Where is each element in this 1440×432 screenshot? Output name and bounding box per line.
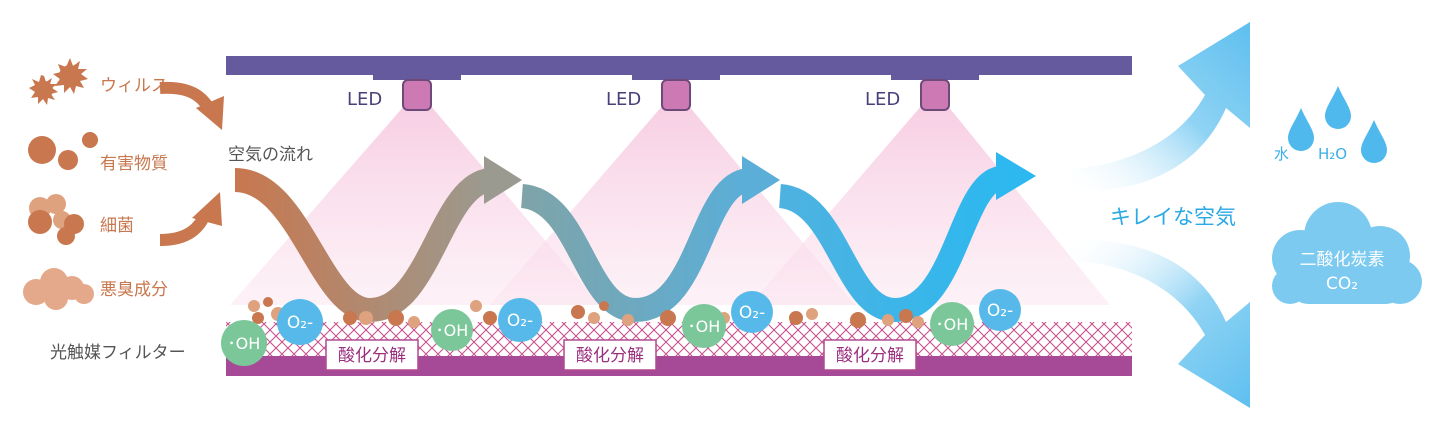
odor-icon (23, 268, 94, 310)
water-label: 水 (1274, 145, 1289, 163)
led-label-3: LED (865, 89, 900, 110)
clean-air-arrow-top (1065, 22, 1250, 191)
virus-icon (29, 58, 88, 105)
harmful-substance-icon (28, 132, 98, 170)
radical-o2-4: O₂- (979, 289, 1021, 331)
wave-1 (233, 168, 493, 323)
svg-text:O₂-: O₂- (987, 301, 1013, 321)
filter-label: 光触媒フィルター (50, 343, 186, 363)
radical-o2-3: O₂- (731, 291, 773, 333)
wave-2-arrowhead (742, 156, 780, 204)
clean-air-label: キレイな空気 (1110, 205, 1236, 229)
incoming-arrows (159, 81, 224, 246)
pollutant-label-virus: ウィルス (100, 76, 168, 96)
clean-air-arrows (1065, 22, 1250, 408)
decomposition-box-1: 酸化分解 (325, 339, 419, 371)
svg-text:酸化分解: 酸化分解 (576, 346, 644, 366)
water-drop-icons (1288, 86, 1387, 163)
led-label-2: LED (606, 89, 641, 110)
water-drop-icon (1325, 86, 1351, 129)
radical-oh-4: ･OH (930, 302, 974, 346)
wave-3-arrowhead (996, 152, 1036, 200)
bacteria-icon (28, 194, 84, 245)
svg-text:O₂-: O₂- (507, 311, 533, 331)
water-formula: H₂O (1318, 145, 1347, 163)
decomposition-box-3: 酸化分解 (823, 339, 917, 371)
water-drop-icon (1361, 120, 1387, 163)
airflow-label: 空気の流れ (228, 145, 313, 165)
svg-text:酸化分解: 酸化分解 (338, 346, 406, 366)
svg-text:O₂-: O₂- (739, 303, 765, 323)
co2-cloud-icon (1272, 202, 1422, 304)
radical-oh-2: ･OH (431, 309, 473, 351)
co2-label: 二酸化炭素 (1300, 250, 1385, 270)
svg-text:･OH: ･OH (936, 315, 969, 334)
svg-text:･OH: ･OH (688, 317, 721, 336)
svg-text:･OH: ･OH (436, 321, 469, 340)
led-unit-2 (632, 75, 720, 111)
co2-formula: CO₂ (1326, 274, 1358, 294)
radical-oh-3: ･OH (682, 304, 726, 348)
wave-1-arrowhead (484, 156, 522, 204)
top-frame (226, 56, 1132, 75)
airflow-waves (233, 152, 1036, 323)
wave-3 (777, 166, 1005, 323)
pollutant-label-odor: 悪臭成分 (100, 280, 168, 300)
decomposition-box-2: 酸化分解 (563, 339, 657, 371)
led-label-1: LED (347, 89, 382, 110)
radical-oh-1: ･OH (221, 320, 267, 366)
radical-o2-1: O₂- (277, 299, 323, 345)
clean-air-arrow-bottom (1065, 239, 1250, 408)
led-unit-3 (891, 75, 979, 111)
wave-2 (519, 168, 752, 323)
pollutant-label-bacteria: 細菌 (100, 216, 134, 236)
svg-text:O₂-: O₂- (287, 313, 313, 333)
led-unit-1 (373, 75, 461, 111)
svg-text:酸化分解: 酸化分解 (836, 346, 904, 366)
radical-o2-2: O₂- (498, 298, 542, 342)
pollutant-label-harmful: 有害物質 (100, 154, 168, 174)
water-drop-icon (1288, 108, 1314, 151)
svg-text:･OH: ･OH (228, 334, 261, 353)
